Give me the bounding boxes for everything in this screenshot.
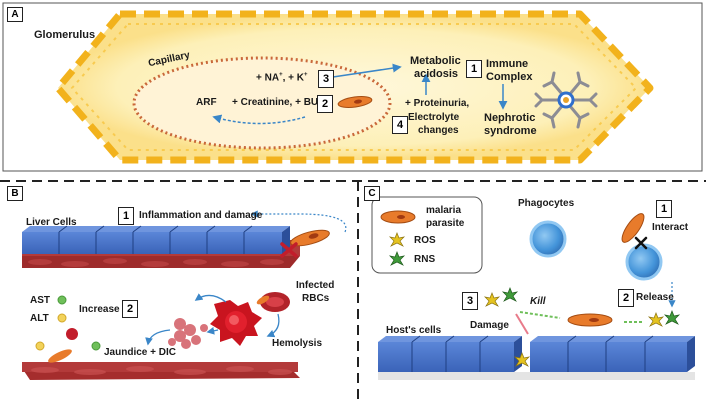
- step-1-box-b: 1: [118, 207, 134, 225]
- legend-malaria-1: malaria: [426, 205, 462, 216]
- step-1-box-a: 1: [466, 60, 482, 78]
- electrolyte-label: Electrolyte: [408, 112, 460, 123]
- arrow-hemolysis-up: [194, 293, 227, 303]
- liver-cells-row: [22, 225, 300, 268]
- phagocyte-1: [529, 220, 567, 258]
- kill-arrow: [519, 311, 561, 319]
- complex-label: Complex: [486, 71, 533, 83]
- immune-complex-graphic: [534, 71, 598, 129]
- inflammation-label: Inflammation and damage: [139, 210, 263, 221]
- interacting-parasite: [621, 213, 645, 243]
- ros-star-legend: [388, 232, 406, 247]
- interact-cross: [634, 236, 648, 250]
- kill-label: Kill: [530, 296, 546, 307]
- hosts-cells-label: Host's cells: [386, 325, 442, 336]
- arrow-hemolysis-to-fragments: [206, 326, 219, 335]
- phagocytes-label: Phagocytes: [518, 198, 575, 209]
- metabolic-label: Metabolic: [410, 55, 461, 67]
- alt-dot: [57, 313, 67, 323]
- infected-label: Infected: [296, 280, 335, 291]
- immune-label: Immune: [486, 58, 529, 70]
- panel-a-label: A: [7, 7, 23, 22]
- free-rbc: [66, 328, 78, 340]
- syndrome-label: syndrome: [484, 125, 537, 137]
- panel-c-label: C: [364, 186, 380, 201]
- nephrotic-label: Nephrotic: [484, 112, 536, 124]
- legend-malaria-2: parasite: [426, 218, 465, 229]
- changes-label: changes: [418, 125, 459, 136]
- panel-a-border: [2, 2, 703, 172]
- rbcs-label: RBCs: [302, 293, 330, 304]
- liver-cells-label: Liver Cells: [26, 217, 77, 228]
- arrow-2-to-arf: [212, 114, 306, 125]
- legend-ros: ROS: [414, 235, 436, 246]
- damage-label: Damage: [470, 320, 509, 331]
- phagocyte-2: [625, 243, 663, 281]
- ast-label: AST: [30, 295, 50, 306]
- jaundice-label: Jaundice + DIC: [104, 347, 176, 358]
- damage-cross: [280, 242, 298, 258]
- proteinuria-label: + Proteinuria,: [405, 98, 470, 109]
- arrow-fragments-to-jaundice: [145, 329, 171, 346]
- step-2-box-b: 2: [122, 300, 138, 318]
- rbc-fragments: [168, 318, 208, 349]
- interact-label: Interact: [652, 222, 689, 233]
- arf-label: ARF: [196, 97, 217, 108]
- hemolysis-rbc: [210, 300, 262, 346]
- legend-rns: RNS: [414, 254, 436, 265]
- step-3-box-a: 3: [318, 70, 334, 88]
- step-1-box-c: 1: [656, 200, 672, 218]
- step-2-box-c: 2: [618, 289, 634, 307]
- arrow-to-inflammation: [250, 210, 347, 233]
- increase-label: Increase: [79, 304, 120, 315]
- hemolysis-label: Hemolysis: [272, 338, 323, 349]
- creatinine-label: + Creatinine, + BUN: [232, 97, 326, 108]
- panel-b-label: B: [7, 186, 23, 201]
- step-2-box-a: 2: [317, 95, 333, 113]
- infected-rbc: [256, 292, 290, 312]
- ions-label: + NA+, + K+: [256, 72, 308, 84]
- arrow-infected-to-hemolysis: [266, 313, 280, 338]
- alt-label: ALT: [30, 313, 49, 324]
- step-3-box-c: 3: [462, 292, 478, 310]
- release-label: Release: [636, 292, 674, 303]
- step-4-box-a: 4: [392, 116, 408, 134]
- glomerulus-label: Glomerulus: [34, 29, 96, 41]
- rns-star-legend: [388, 251, 406, 266]
- acidosis-label: acidosis: [414, 68, 459, 80]
- host-cells-row: [378, 335, 695, 380]
- ast-dot: [57, 295, 67, 305]
- arrow-3-to-metabolic: [332, 63, 402, 78]
- blood-vessel-bottom: [22, 362, 300, 380]
